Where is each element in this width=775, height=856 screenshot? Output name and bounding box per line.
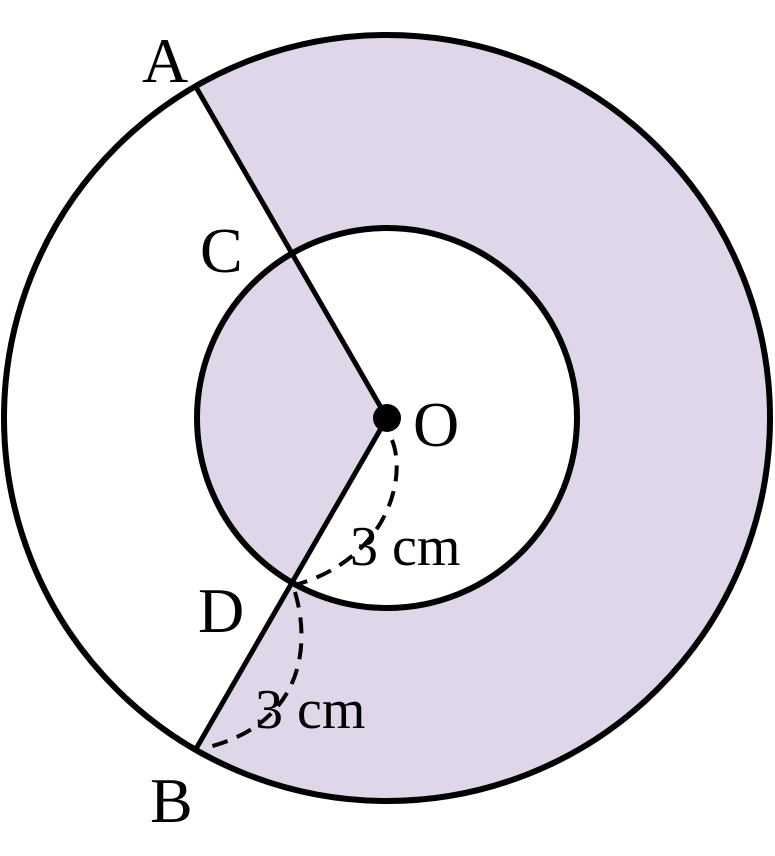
label-D: D — [198, 575, 244, 646]
center-point-O — [373, 404, 401, 432]
measurement-OD: 3 cm — [350, 516, 460, 578]
label-C: C — [200, 215, 243, 286]
dashed-arc-DB — [204, 591, 304, 750]
label-O: O — [413, 389, 459, 460]
dashed-arc-OD — [294, 439, 399, 587]
shaded-annulus-region — [195, 35, 770, 801]
radius-OB — [193, 416, 390, 751]
radius-OA — [193, 85, 390, 420]
inner-circle — [194, 225, 580, 611]
shaded-inner-sector — [197, 253, 387, 583]
measurement-DB: 3 cm — [255, 679, 365, 741]
outer-circle — [1, 32, 773, 804]
label-A: A — [142, 25, 188, 96]
label-B: B — [150, 765, 193, 836]
